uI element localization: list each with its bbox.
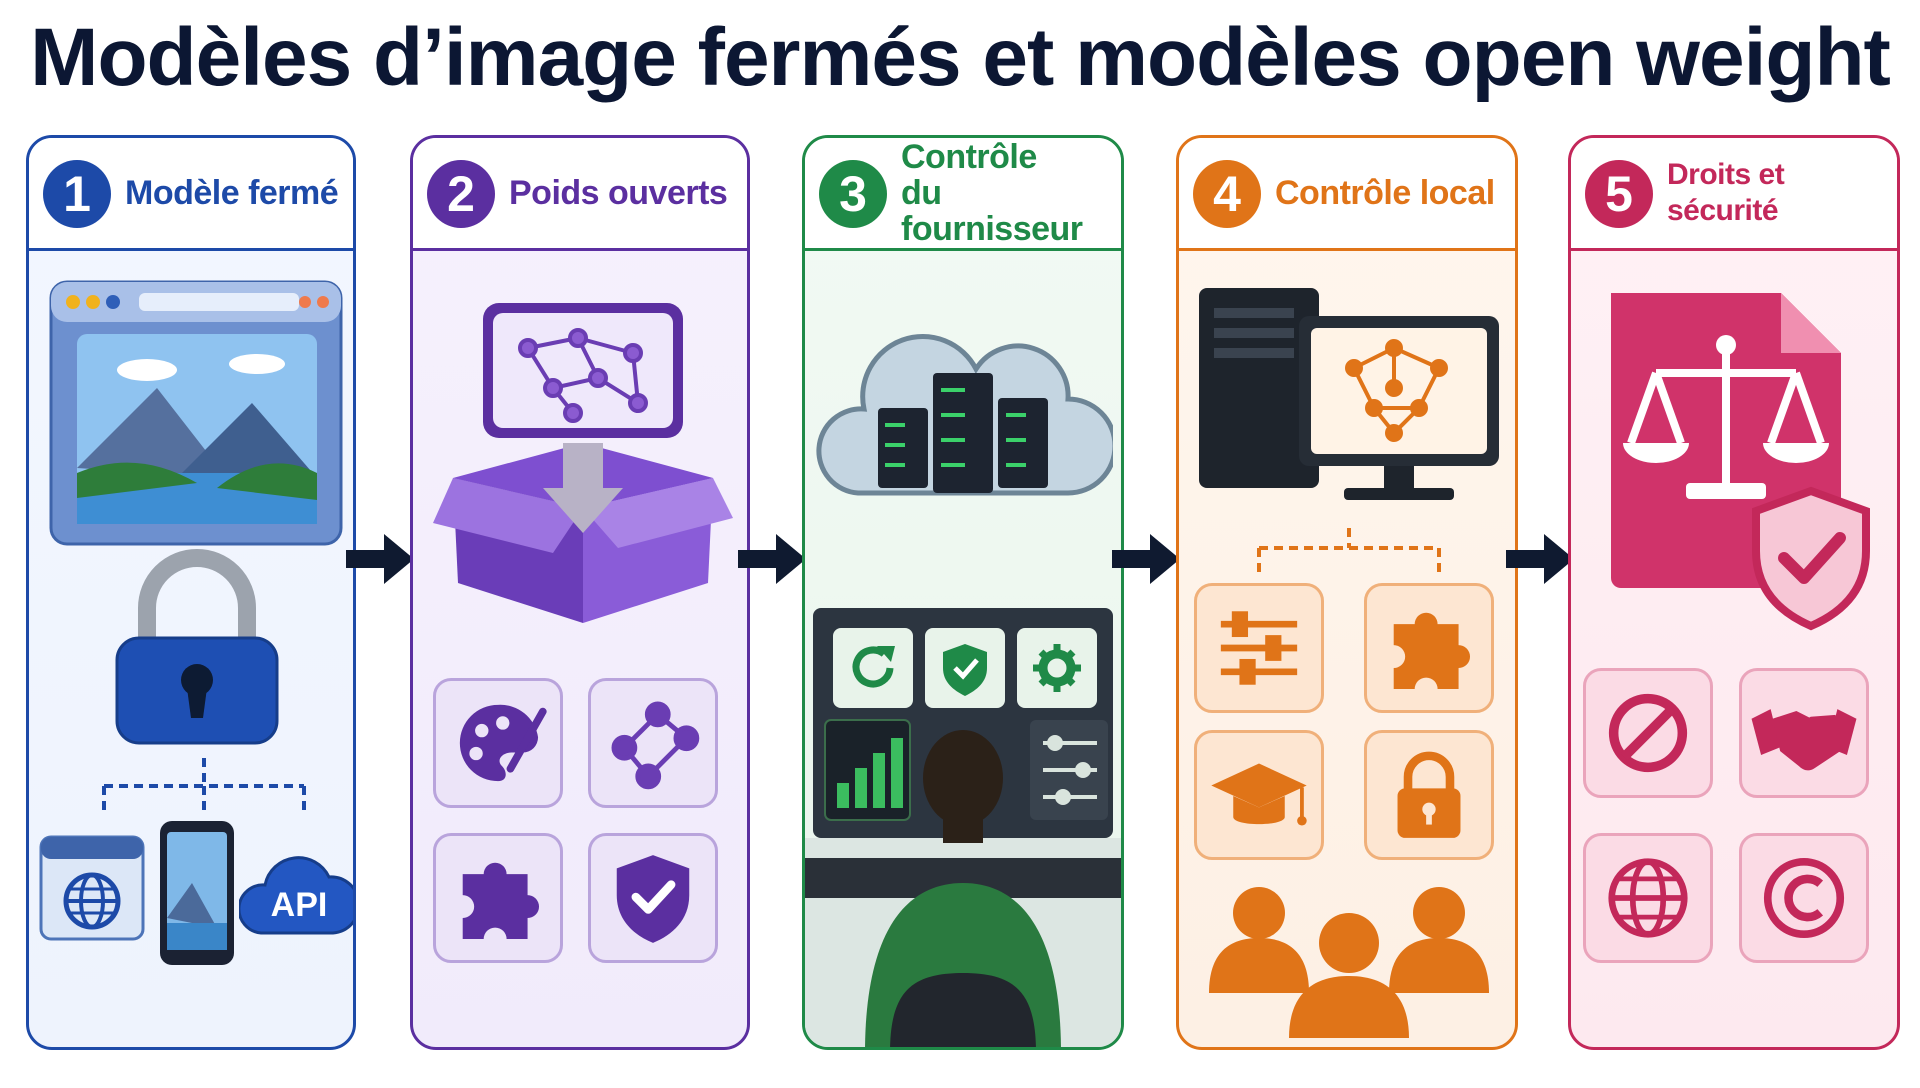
panel-header: 5 Droits et sécurité [1571,138,1897,251]
operator-person-icon [865,730,1061,1047]
api-cloud-icon [239,856,353,935]
step-number: 4 [1193,160,1261,228]
bar-chart-icon [837,738,903,808]
copyright-icon [1763,857,1845,939]
flow-arrow-icon [738,534,806,584]
puzzle-icon [462,862,540,940]
connector-lines [1257,528,1441,576]
panel-header: 4 Contrôle local [1179,138,1515,251]
graph-tile [588,678,718,808]
palette-tile [433,678,563,808]
step-number: 5 [1585,160,1653,228]
step-number: 2 [427,160,495,228]
sliders-icon [1220,611,1298,685]
smartphone-icon [160,821,234,965]
prohibited-icon [1608,693,1688,773]
step-number: 3 [819,160,887,228]
browser-globe-icon [39,835,145,941]
panel-label: Contrôle local [1275,138,1495,248]
graph-nodes-icon [611,701,700,790]
open-box-download-icon [433,303,733,623]
lock-tile [1364,730,1494,860]
puzzle-icon [1393,612,1471,690]
globe-tile [1583,833,1713,963]
page-title: Modèles d’image fermés et modèles open w… [30,12,1891,103]
panel-label: Poids ouverts [509,138,728,248]
operator-dashboard-scene [805,608,1121,1047]
puzzle-tile [433,833,563,963]
cloud-servers-icon [816,334,1113,496]
panel-header: 2 Poids ouverts [413,138,747,251]
gear-icon [1033,644,1081,692]
web-app-window-icon [49,280,343,546]
panel-header: 3 Contrôle du fournisseur [805,138,1121,251]
palette-icon [459,704,547,782]
shield-check-icon [1752,486,1870,631]
panel-label: Droits et sécurité [1667,138,1897,248]
panel-rights-security: 5 Droits et sécurité [1568,135,1900,1050]
panel-label-line: Contrôle [901,138,1037,176]
panel-provider-control: 3 Contrôle du fournisseur [802,135,1124,1050]
shield-tile [588,833,718,963]
panel-label: Modèle fermé [125,138,339,248]
local-computer-icon [1199,288,1499,500]
handshake-icon [1751,709,1857,771]
padlock-icon [1397,751,1461,838]
step-number: 1 [43,160,111,228]
shield-check-icon [943,644,987,696]
panel-label-line: Contrôle local [1275,174,1495,212]
flow-arrow-icon [346,534,414,584]
flow-arrow-icon [1506,534,1574,584]
shield-check-icon [616,855,690,943]
sliders-icon [1043,735,1097,805]
panel-label-line: Modèle fermé [125,174,339,212]
panel-closed-model: 1 Modèle fermé [26,135,356,1050]
handshake-tile [1739,668,1869,798]
flow-arrow-icon [1112,534,1180,584]
puzzle-tile [1364,583,1494,713]
graduation-cap-icon [1211,763,1307,826]
api-label: API [270,886,328,924]
users-group-icon [1209,887,1489,1038]
padlock-icon [115,549,279,745]
panel-local-control: 4 Contrôle local [1176,135,1518,1050]
panel-header: 1 Modèle fermé [29,138,353,251]
copyright-tile [1739,833,1869,963]
panel-label-line: Droits et sécurité [1667,158,1785,227]
globe-icon [1608,858,1688,938]
panel-label-line: du fournisseur [901,174,1083,248]
sliders-tile [1194,583,1324,713]
refresh-icon [852,646,895,688]
graduation-tile [1194,730,1324,860]
connector-lines [102,758,306,816]
prohibited-tile [1583,668,1713,798]
panel-open-weights: 2 Poids ouverts [410,135,750,1050]
panel-label: Contrôle du fournisseur [901,138,1121,248]
panel-label-line: Poids ouverts [509,174,728,212]
